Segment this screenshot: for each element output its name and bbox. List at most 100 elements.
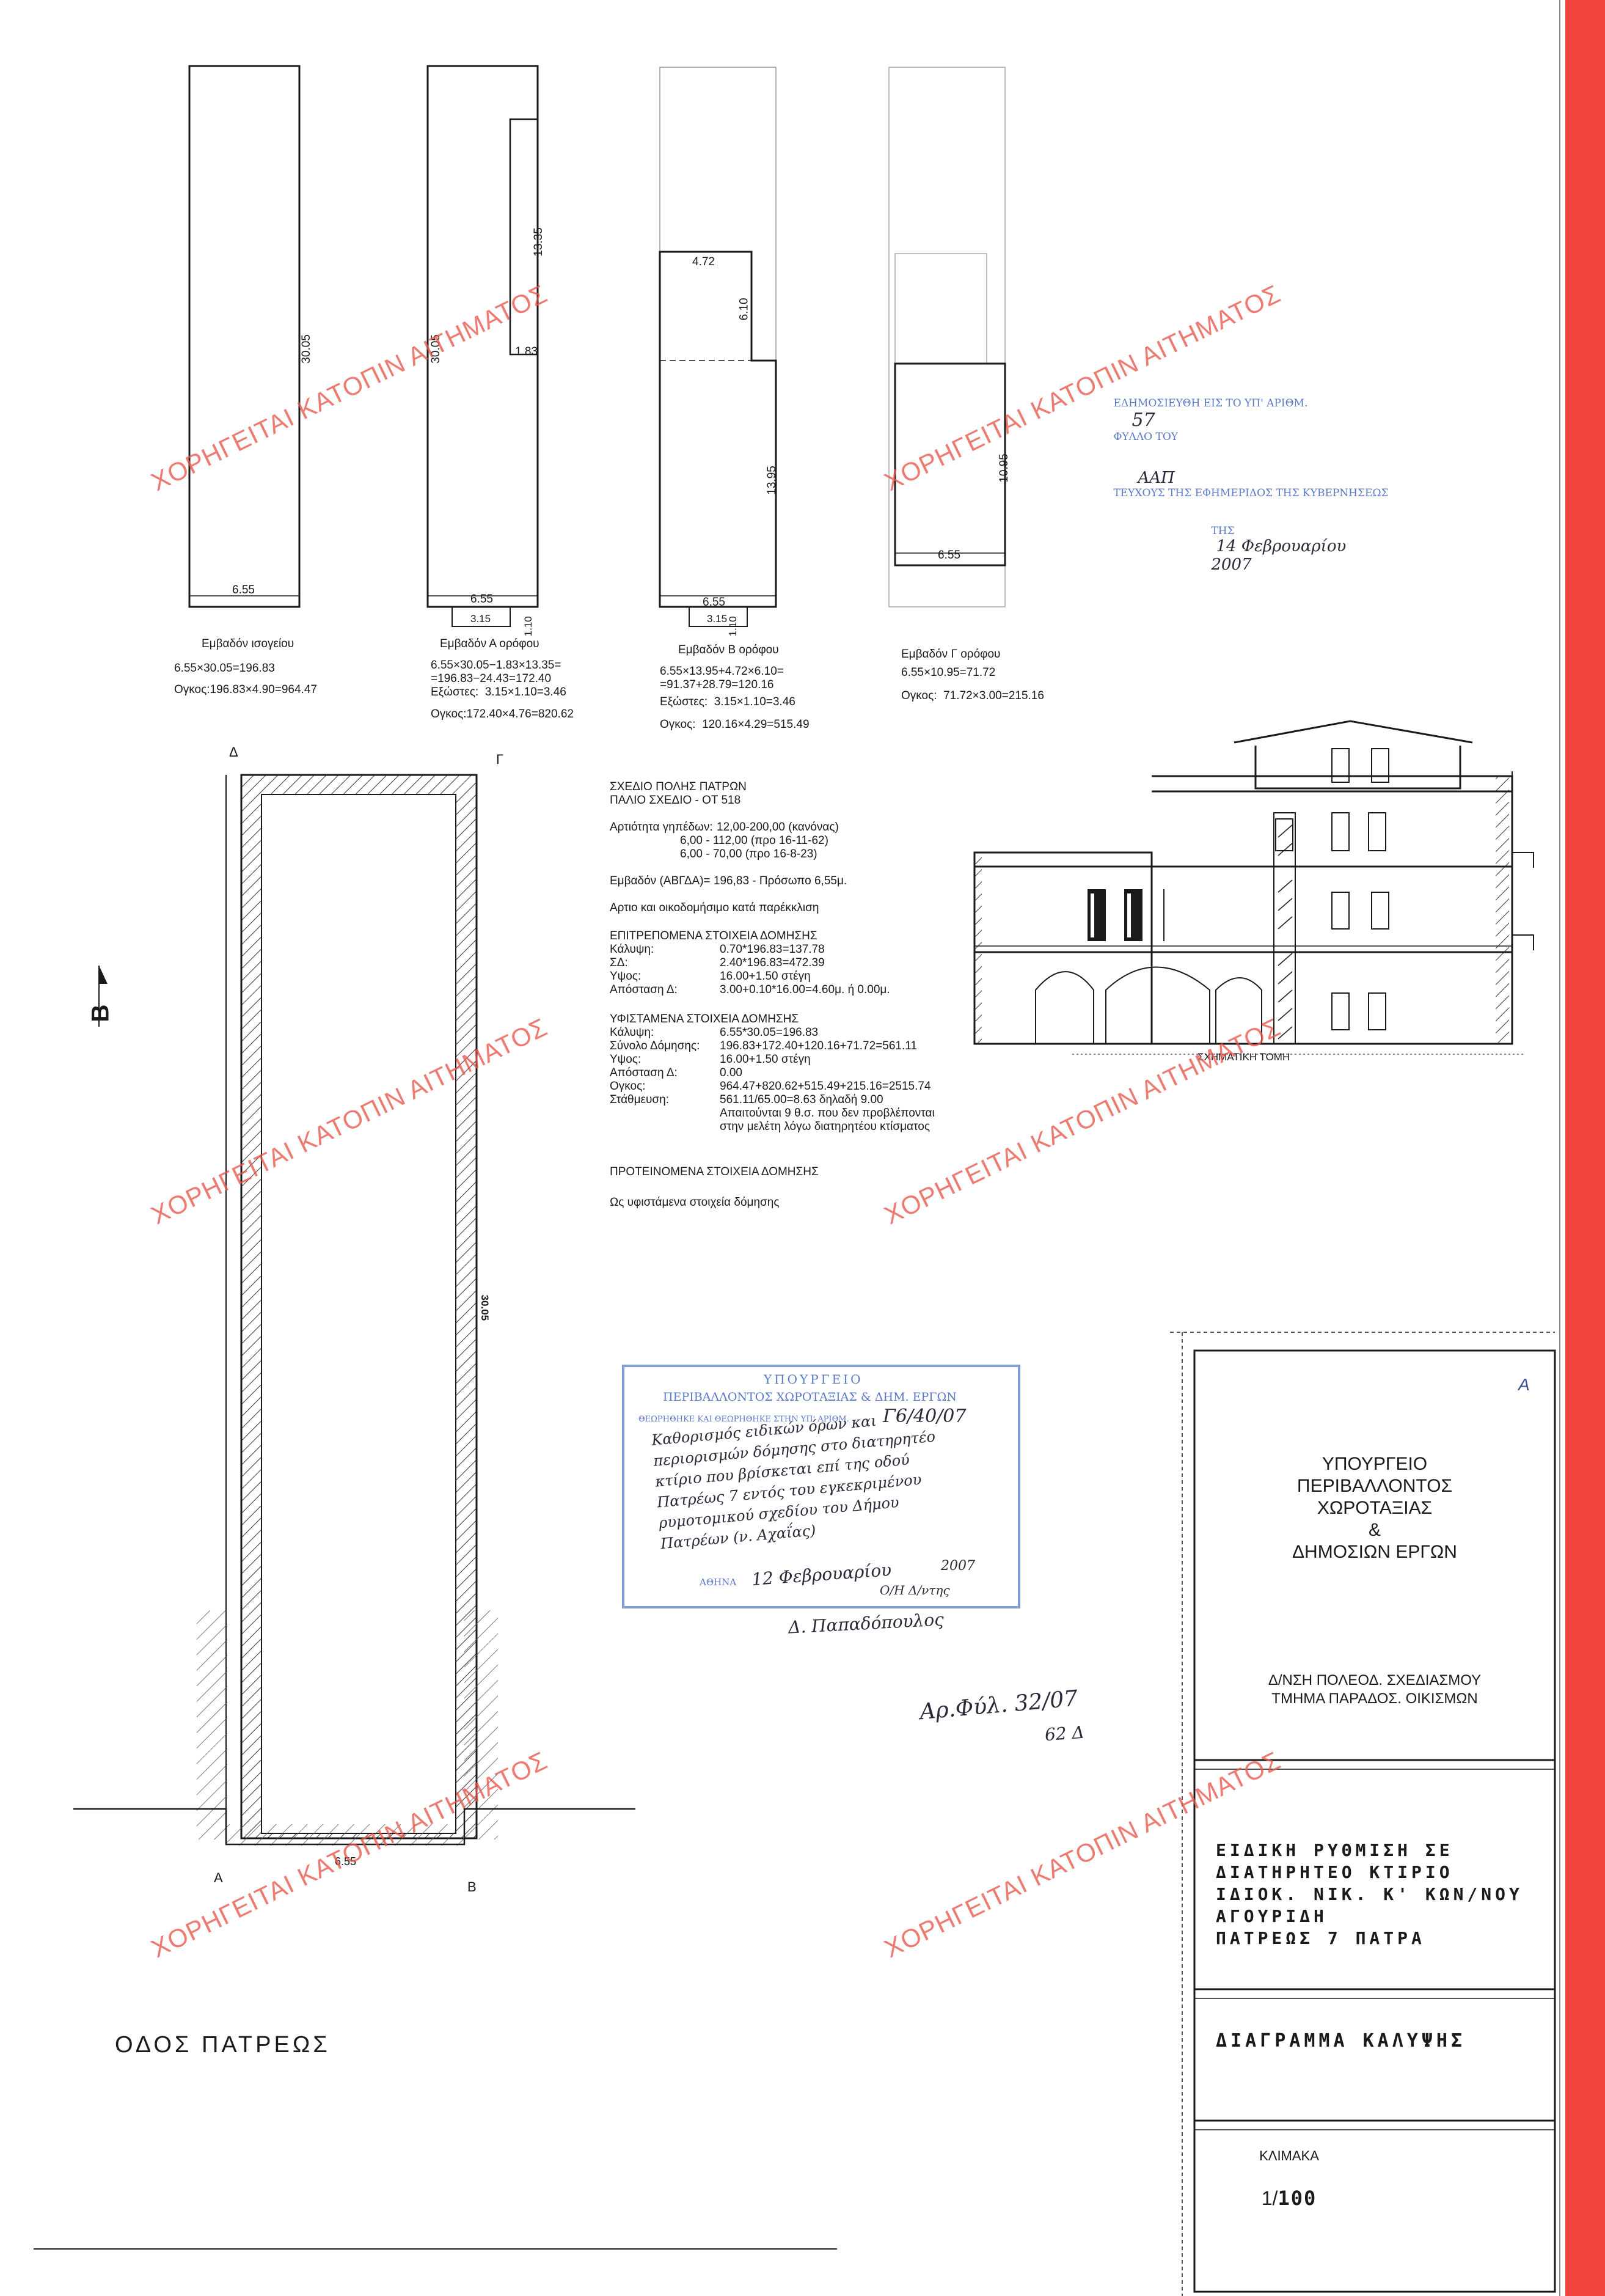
ministry-line: ΥΠΟΥΡΓΕΙΟ (1322, 1454, 1428, 1474)
floor-b-dim-upper-w: 4.72 (692, 255, 715, 268)
scale-value: 100 (1278, 2187, 1317, 2210)
plan-floor-a (426, 65, 539, 627)
site-corner-d: Δ (229, 744, 238, 760)
allowed-value: 16.00+1.50 στέγη (720, 970, 811, 983)
floor-b-dim-width: 6.55 (703, 596, 725, 609)
project-line: ΔΙΑΤΗΡΗΤΕΟ ΚΤΙΡΙΟ (1216, 1862, 1453, 1882)
floor-a-dim-notch-w: 1.83 (515, 345, 538, 358)
floor-a-volume: Ογκος:172.40×4.76=820.62 (431, 708, 574, 721)
floor-a-dim-notch: 13.35 (532, 227, 545, 257)
publication-series: ΑΑΠ (1138, 469, 1175, 487)
site-corner-a: Α (214, 1870, 223, 1885)
existing-row: Υψος: 16.00+1.50 στέγη (610, 1053, 989, 1066)
approval-ref: Γ6/40/07 (883, 1406, 967, 1427)
site-dim-length: 30.05 (479, 1294, 491, 1321)
floor-b-calc1: 6.55×13.95+4.72×6.10= (660, 665, 784, 678)
plan-floor-c (888, 67, 1006, 607)
notes-proposed: Ως υφιστάμενα στοιχεία δόμησης (610, 1196, 780, 1209)
floor-b-dim-balcony-d: 1.10 (726, 616, 739, 637)
scale-prefix: 1/ (1261, 2187, 1278, 2209)
approval-line3: ΘΕΩΡΗΘΗΚΕ ΚΑΙ ΘΕΩΡΗΘΗΚΕ ΣΤΗΝ ΥΠ' ΑΡΙΘΜ. (638, 1415, 849, 1424)
ministry-line: ΠΕΡΙΒΑΛΛΟΝΤΟΣ (1296, 1476, 1453, 1496)
file-note-line2: 62 Δ (1044, 1722, 1085, 1745)
allowed-value: 2.40*196.83=472.39 (720, 956, 825, 969)
project-line: ΕΙΔΙΚΗ ΡΥΘΜΙΣΗ ΣΕ (1216, 1840, 1453, 1860)
ground-dim-width: 6.55 (232, 584, 255, 596)
publication-line3: ΤΗΣ (1211, 525, 1235, 537)
existing-value: 6.55*30.05=196.83 (720, 1026, 819, 1039)
allowed-key: Κάλυψη: (610, 943, 654, 956)
ministry-line: ΔΗΜΟΣΙΩΝ ΕΡΓΩΝ (1292, 1542, 1457, 1562)
floor-b-calc2: =91.37+28.79=120.16 (660, 678, 774, 691)
approval-year: 2007 (941, 1558, 975, 1574)
schematic-section (973, 720, 1534, 1055)
artiotita-item: 6,00 - 70,00 (προ 16-8-23) (680, 848, 817, 860)
notes-proposed-title: ΠΡΟΤΕΙΝΟΜΕΝΑ ΣΤΟΙΧΕΙΑ ΔΟΜΗΣΗΣ (610, 1165, 819, 1178)
publication-number: 57 (1132, 409, 1155, 431)
floor-a-dim-balcony: 3.15 (470, 613, 491, 625)
floor-a-dim-width: 6.55 (470, 593, 493, 606)
allowed-key: Απόσταση Δ: (610, 983, 678, 996)
section-caption: ΣΧΗΜΑΤΙΚΗ ΤΟΜΗ (1197, 1051, 1290, 1063)
notes-existing-title: ΥΦΙΣΤΑΜΕΝΑ ΣΤΟΙΧΕΙΑ ΔΟΜΗΣΗΣ (610, 1013, 799, 1025)
plan-floor-b (659, 67, 777, 627)
site-corner-g: Γ (496, 752, 504, 767)
existing-value: 196.83+172.40+120.16+71.72=561.11 (720, 1040, 917, 1052)
notes-emvadon: Εμβαδόν (ΑΒΓΔΑ)= 196,83 - Πρόσωπο 6,55μ. (610, 875, 847, 887)
floor-b-volume: Ογκος: 120.16×4.29=515.49 (660, 718, 810, 731)
existing-key: Ογκος: (610, 1080, 646, 1093)
floor-a-calc3: Εξώστες: 3.15×1.10=3.46 (431, 686, 566, 699)
title-block-scale: 1/100 (1197, 2187, 1381, 2210)
ministry-line: ΧΩΡΟΤΑΞΙΑΣ (1317, 1498, 1433, 1518)
project-line: ΙΔΙΟΚ. ΝΙΚ. Κ' ΚΩΝ/ΝΟΥ (1216, 1884, 1523, 1904)
notes-artiotita-list: 12,00-200,00 (κανόνας)6,00 - 112,00 (προ… (680, 821, 839, 861)
department-line: Δ/ΝΣΗ ΠΟΛΕΟΔ. ΣΧΕΔΙΑΣΜΟΥ (1268, 1672, 1482, 1689)
existing-key: Στάθμευση: (610, 1093, 670, 1106)
floor-b-dim-balcony: 3.15 (707, 613, 728, 625)
floor-c-dim-length: 10.95 (997, 453, 1011, 483)
existing-value: 16.00+1.50 στέγη (720, 1053, 811, 1066)
publication-date: 14 Φεβρουαρίου (1216, 537, 1347, 556)
notes-artiotita-label: Αρτιότητα γηπέδων: (610, 821, 713, 834)
allowed-value: 0.70*196.83=137.78 (720, 943, 825, 956)
project-line: ΑΓΟΥΡΙΔΗ (1216, 1906, 1328, 1926)
existing-key (610, 1120, 720, 1134)
street-name: ΟΔΟΣ ΠΑΤΡΕΩΣ (115, 2032, 331, 2058)
red-edge-band (1565, 0, 1605, 2296)
existing-row: Ογκος:964.47+820.62+515.49+215.16=2515.7… (610, 1080, 989, 1093)
approval-line1: ΥΠΟΥΡΓΕΙΟ (764, 1372, 863, 1387)
approval-athens: ΑΘΗΝΑ (700, 1577, 737, 1588)
title-block-corner: Α (1518, 1375, 1530, 1394)
publication-line2: ΤΕΥΧΟΥΣ ΤΗΣ ΕΦΗΜΕΡΙΔΟΣ ΤΗΣ ΚΥΒΕΡΝΗΣΕΩΣ (1113, 487, 1389, 499)
existing-value: στην μελέτη λόγω διατηρητέου κτίσματος (720, 1120, 930, 1133)
notes-title1: ΣΧΕΔΙΟ ΠΟΛΗΣ ΠΑΤΡΩΝ (610, 780, 747, 793)
floor-a-calc1: 6.55×30.05−1.83×13.35= (431, 659, 561, 672)
notes-allowed-title: ΕΠΙΤΡΕΠΟΜΕΝΑ ΣΤΟΙΧΕΙΑ ΔΟΜΗΣΗΣ (610, 930, 817, 942)
existing-key: Υψος: (610, 1053, 642, 1066)
allowed-key: ΣΔ: (610, 956, 628, 969)
floor-b-dim-upper-l: 6.10 (737, 298, 751, 321)
existing-row: Απόσταση Δ:0.00 (610, 1066, 989, 1080)
site-dim-width: 6.55 (335, 1855, 357, 1868)
approval-date: 12 Φεβρουαρίου (751, 1560, 893, 1590)
allowed-row: Απόσταση Δ:3.00+0.10*16.00=4.60μ. ή 0.00… (610, 983, 989, 997)
allowed-row: ΣΔ: 2.40*196.83=472.39 (610, 956, 989, 970)
approval-stamp-frame (622, 1365, 1020, 1608)
existing-row: Απαιτούνται 9 θ.σ. που δεν προβλέπονται (610, 1107, 989, 1120)
existing-row: Σύνολο Δόμησης:196.83+172.40+120.16+71.7… (610, 1040, 989, 1053)
notes-title2: ΠΑΛΙΟ ΣΧΕΔΙΟ - ΟΤ 518 (610, 794, 741, 807)
allowed-key: Υψος: (610, 970, 642, 983)
existing-row: Κάλυψη:6.55*30.05=196.83 (610, 1026, 989, 1040)
floor-b-calc3: Εξώστες: 3.15×1.10=3.46 (660, 695, 795, 708)
approval-role: Ο/Η Δ/ντης (880, 1583, 950, 1597)
floor-b-caption: Εμβαδόν Β ορόφου (678, 644, 779, 656)
existing-row: στην μελέτη λόγω διατηρητέου κτίσματος (610, 1120, 989, 1134)
allowed-row: Κάλυψη: 0.70*196.83=137.78 (610, 943, 989, 956)
